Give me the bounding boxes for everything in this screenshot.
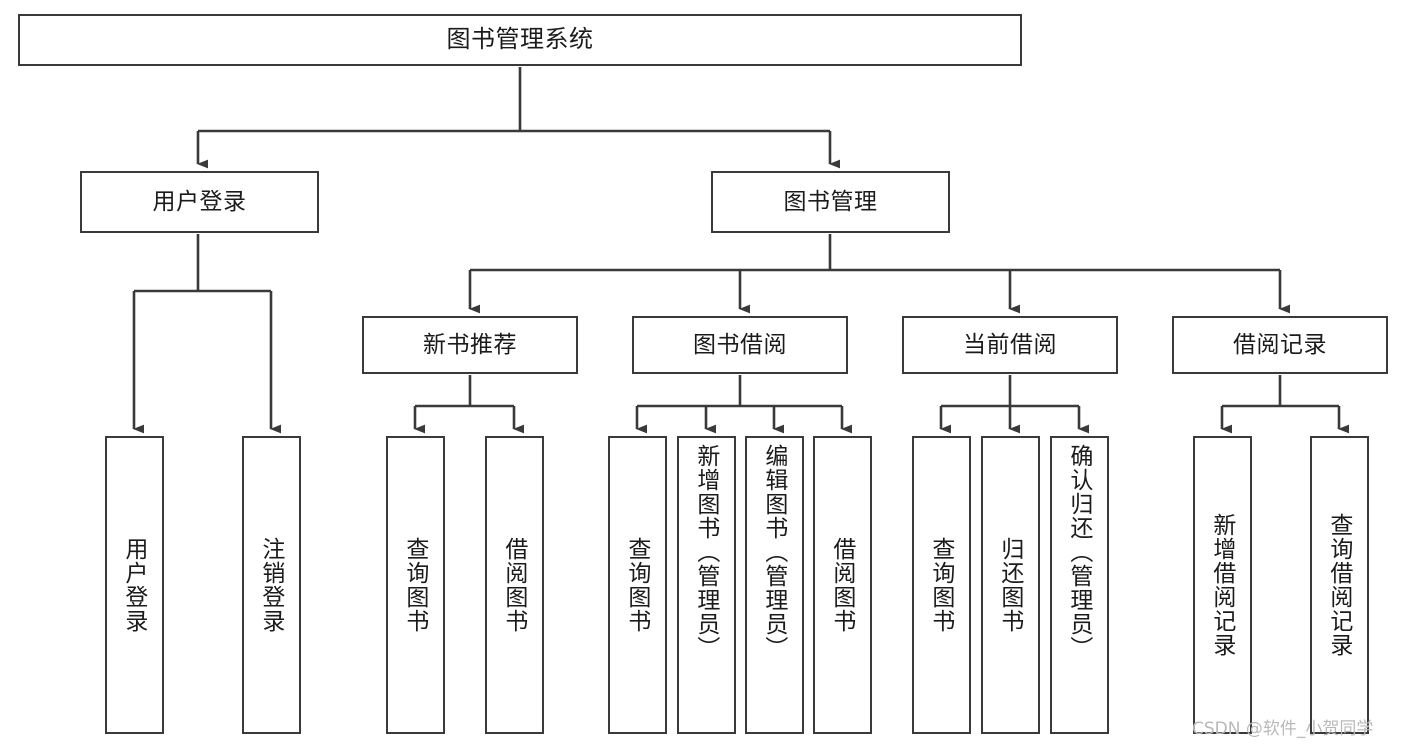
node-leaf-borrow-book-1[interactable]: 借阅图书: [485, 436, 544, 734]
node-current-borrow[interactable]: 当前借阅: [902, 316, 1118, 374]
node-leaf-confirm-return[interactable]: 确认归还（管理员）: [1050, 436, 1109, 734]
node-leaf-user-login-label: 用户登录: [121, 537, 148, 633]
node-leaf-borrow-book-1-label: 借阅图书: [501, 537, 528, 633]
node-root[interactable]: 图书管理系统: [18, 14, 1022, 66]
node-leaf-user-login[interactable]: 用户登录: [105, 436, 164, 734]
node-book-borrow[interactable]: 图书借阅: [632, 316, 848, 374]
node-leaf-borrow-book-2-label: 借阅图书: [829, 537, 856, 633]
node-leaf-query-book-2[interactable]: 查询图书: [608, 436, 667, 734]
node-book-mgmt[interactable]: 图书管理: [711, 171, 950, 233]
node-leaf-query-book-1-label: 查询图书: [402, 537, 429, 633]
node-leaf-query-book-1[interactable]: 查询图书: [386, 436, 445, 734]
node-leaf-add-record[interactable]: 新增借阅记录: [1193, 436, 1252, 734]
node-leaf-return-book[interactable]: 归还图书: [981, 436, 1040, 734]
csdn-watermark: CSDN @软件_小贺同学: [1192, 719, 1374, 739]
node-leaf-add-book-label: 新增图书（管理员）: [693, 444, 720, 660]
node-leaf-add-record-label: 新增借阅记录: [1209, 513, 1236, 657]
node-user-login[interactable]: 用户登录: [80, 171, 319, 233]
node-leaf-query-book-3[interactable]: 查询图书: [912, 436, 971, 734]
node-leaf-add-book[interactable]: 新增图书（管理员）: [677, 436, 736, 734]
node-leaf-query-book-3-label: 查询图书: [928, 537, 955, 633]
node-leaf-logout[interactable]: 注销登录: [242, 436, 301, 734]
node-leaf-query-record[interactable]: 查询借阅记录: [1310, 436, 1369, 734]
node-leaf-query-record-label: 查询借阅记录: [1326, 513, 1353, 657]
node-leaf-edit-book-label: 编辑图书（管理员）: [761, 444, 788, 660]
node-leaf-edit-book[interactable]: 编辑图书（管理员）: [745, 436, 804, 734]
node-leaf-query-book-2-label: 查询图书: [624, 537, 651, 633]
node-leaf-return-book-label: 归还图书: [997, 537, 1024, 633]
node-leaf-borrow-book-2[interactable]: 借阅图书: [813, 436, 872, 734]
node-leaf-logout-label: 注销登录: [258, 537, 285, 633]
node-new-book-rec[interactable]: 新书推荐: [362, 316, 578, 374]
node-leaf-confirm-return-label: 确认归还（管理员）: [1066, 444, 1093, 660]
node-borrow-record[interactable]: 借阅记录: [1172, 316, 1388, 374]
